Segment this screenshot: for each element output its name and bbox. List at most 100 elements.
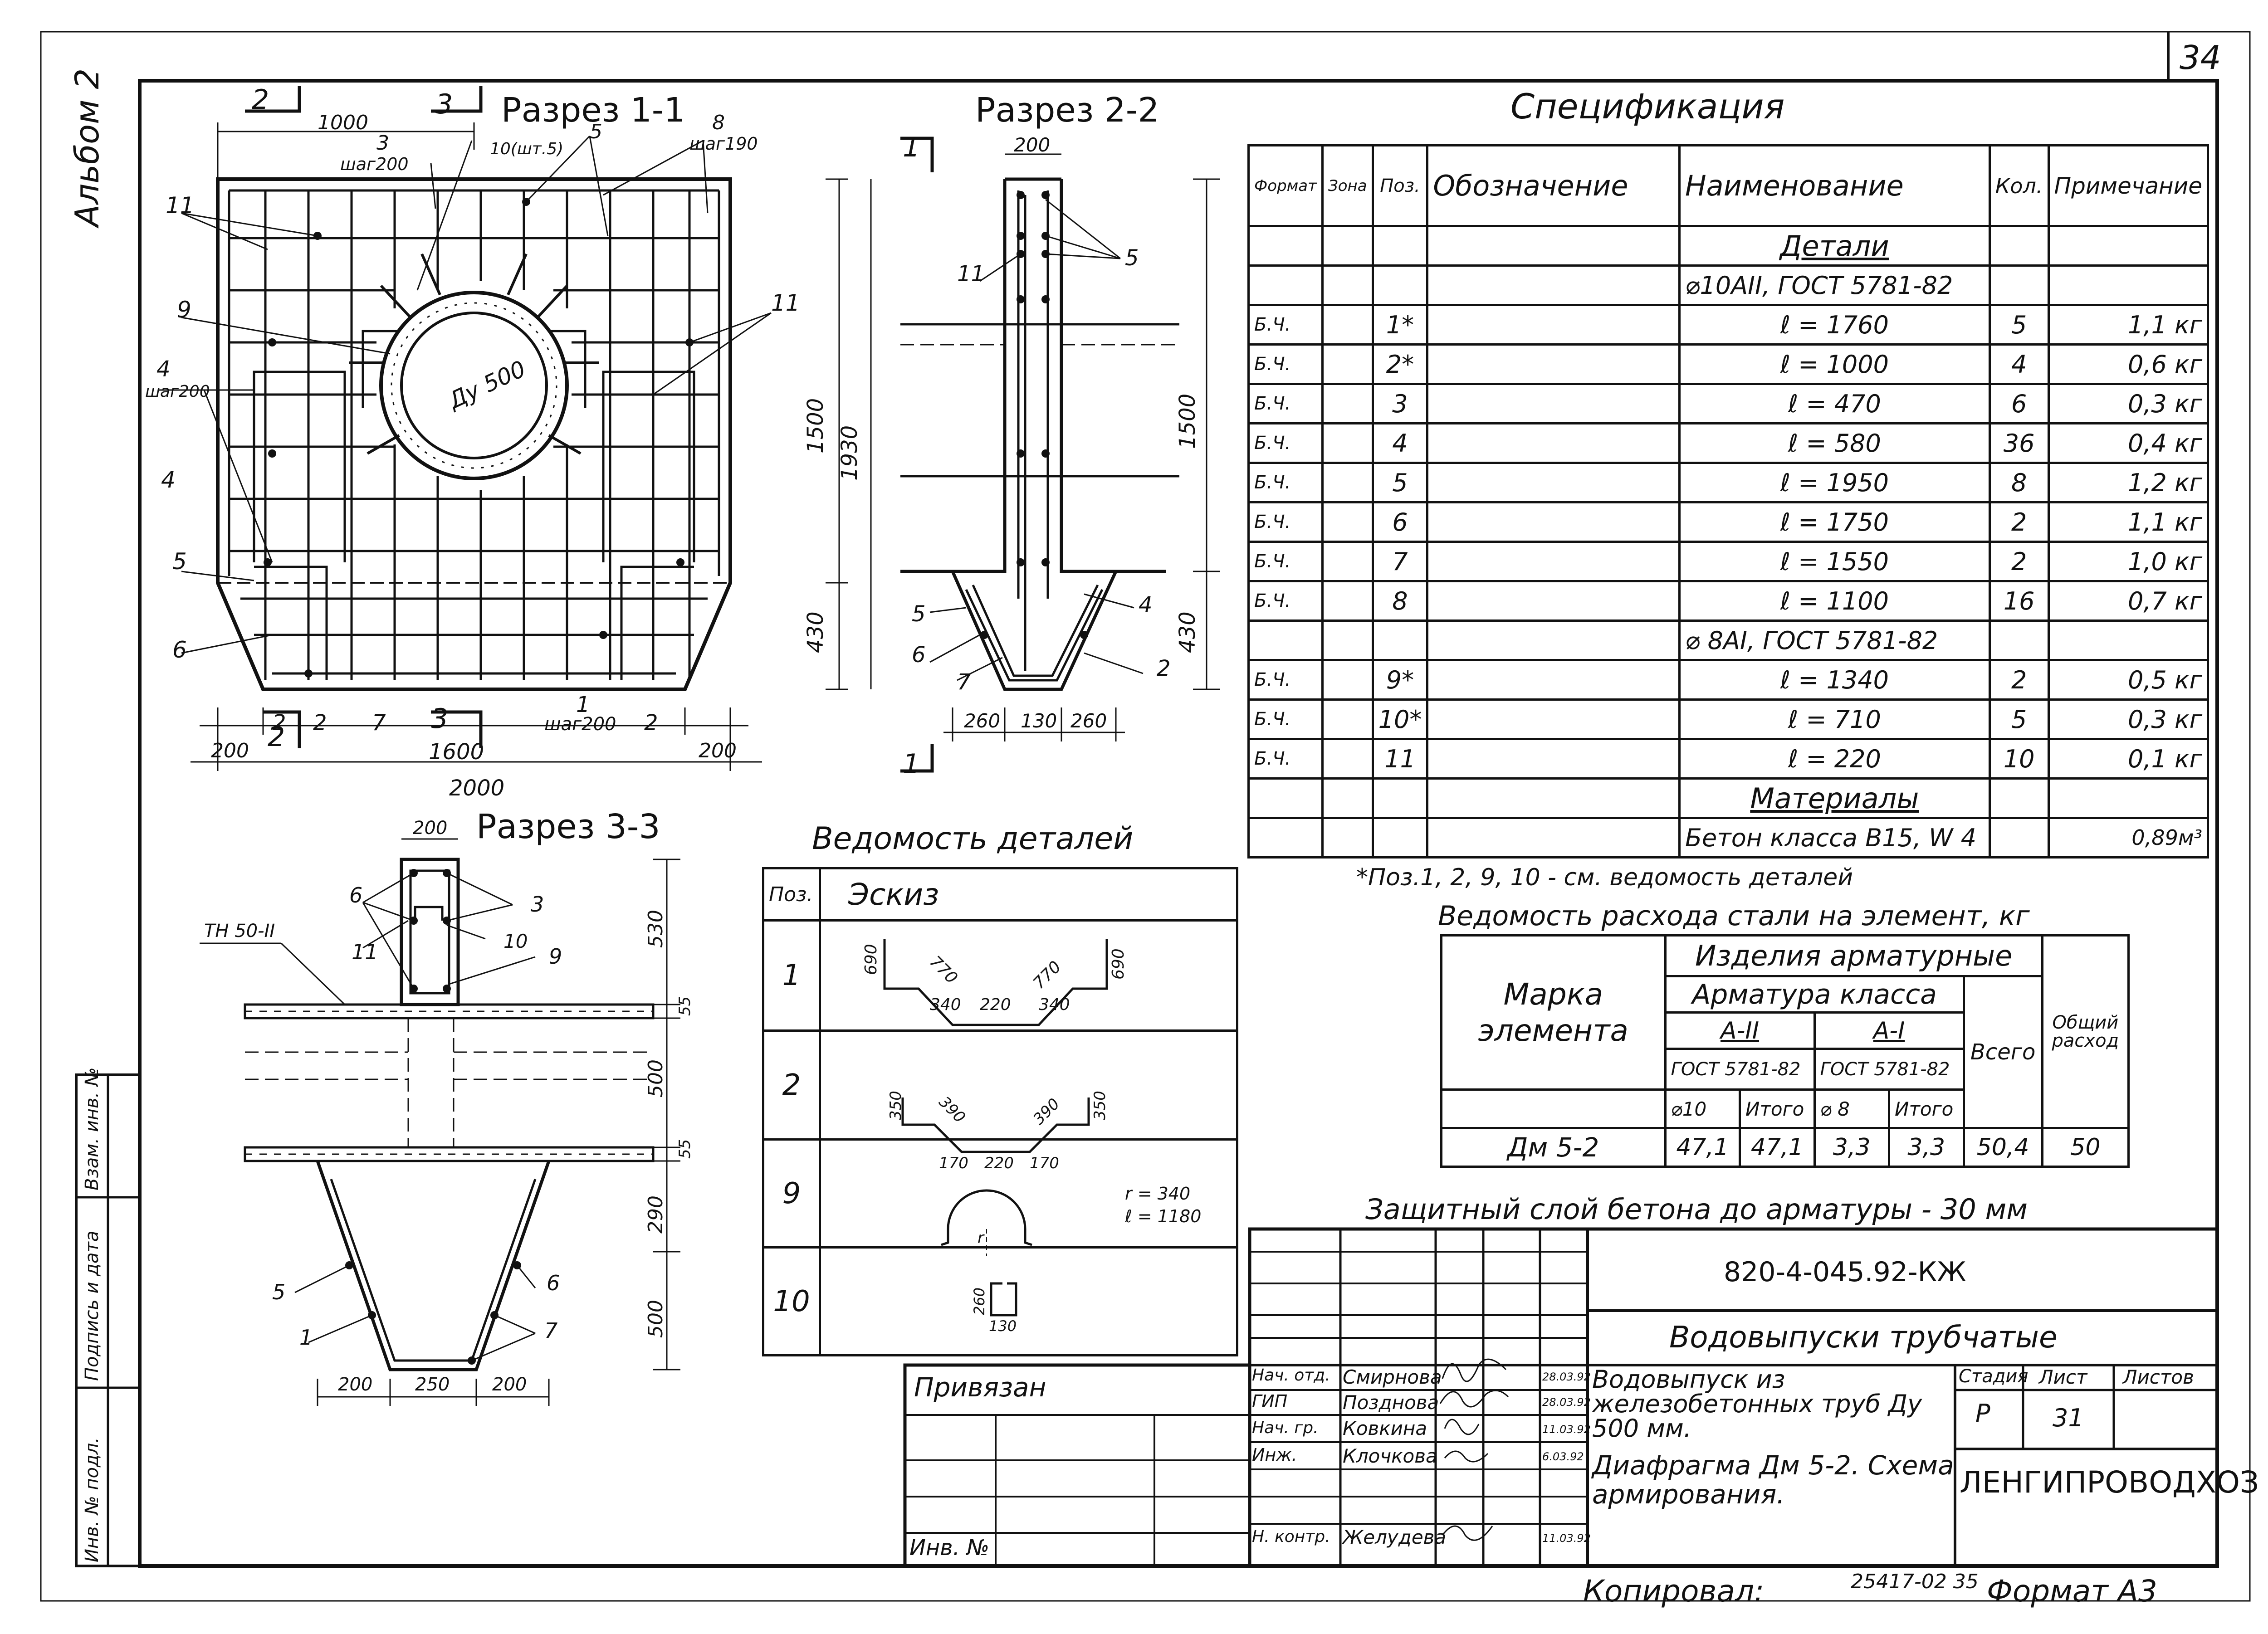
spec-footnote: *Поз.1, 2, 9, 10 - см. ведомость деталей <box>1356 864 1853 891</box>
staff-name: Клочкова <box>1343 1445 1437 1467</box>
spec-row-name: ⌀ 8AI, ГОСТ 5781-82 <box>1678 619 1991 661</box>
section-3-3-title: Разрез 3-3 <box>476 807 660 846</box>
spec-row-qty: 16 <box>1988 580 2050 622</box>
spec-row-note <box>2047 777 2209 819</box>
section-1-1-mark-3-bottom: 3 <box>431 703 449 735</box>
spec-row-qty: 2 <box>1988 501 2050 543</box>
spec-row-note: 0,5 кг <box>2047 659 2209 701</box>
spec-row-pos: 5 <box>1371 462 1429 503</box>
section-3-3-dim-200-left: 200 <box>338 1374 373 1395</box>
detail-2-dim-220: 220 <box>984 1154 1014 1172</box>
spec-row-qty: 10 <box>1988 738 2050 780</box>
section-1-1-dim-200-right: 200 <box>699 739 737 762</box>
svg-text:11: 11 <box>352 940 378 964</box>
spec-row-name: Детали <box>1678 225 1991 267</box>
spec-row-fmt: Б.Ч. <box>1247 383 1324 424</box>
steel-h-gost-1: ГОСТ 5781-82 <box>1664 1048 1816 1091</box>
detail-9-r-mark: r <box>978 1229 984 1247</box>
spec-row-pos <box>1371 264 1429 306</box>
details-h-pos: Поз. <box>762 867 821 922</box>
staff-date: 28.03.92 <box>1542 1396 1591 1409</box>
spec-h-qty: Кол. <box>1988 144 2050 227</box>
svg-text:шаг200: шаг200 <box>544 714 616 735</box>
spec-row-fmt: Б.Ч. <box>1247 462 1324 503</box>
spec-row-pos: 11 <box>1371 738 1429 780</box>
copied-by: Копировал: <box>1583 1574 1765 1609</box>
svg-text:7: 7 <box>372 710 386 736</box>
steel-h-sum-2: Итого <box>1888 1088 1965 1129</box>
staff-date: 11.03.92 <box>1542 1423 1591 1436</box>
steel-h-sum-1: Итого <box>1739 1088 1816 1129</box>
title-sheets-header: Листов <box>2123 1366 2194 1388</box>
title-object: Водовыпуск из железобетонных труб Ду 500… <box>1592 1365 1922 1443</box>
spec-row-note: 0,6 кг <box>2047 343 2209 385</box>
spec-row-qty <box>1988 777 2050 819</box>
spec-row-fmt <box>1247 225 1324 267</box>
title-stage-header: Стадия <box>1959 1366 2028 1387</box>
staff-role: Нач. отд. <box>1252 1366 1330 1385</box>
svg-text:1: 1 <box>576 692 590 717</box>
title-stage: Р <box>1975 1399 1990 1428</box>
steel-cell-d8: 3,3 <box>1813 1127 1891 1168</box>
detail-9-radius: r = 340 <box>1125 1184 1191 1204</box>
spec-row-fmt: Б.Ч. <box>1247 422 1324 464</box>
detail-10-dim-130: 130 <box>989 1317 1017 1335</box>
svg-text:11: 11 <box>771 290 800 316</box>
steel-cell-mark: Дм 5-2 <box>1440 1127 1667 1168</box>
staff-date: 6.03.92 <box>1542 1450 1584 1463</box>
svg-text:2: 2 <box>1157 656 1171 681</box>
spec-row-pos <box>1371 619 1429 661</box>
steel-h-gost-2: ГОСТ 5781-82 <box>1813 1048 1965 1091</box>
section-2-2-dim-130: 130 <box>1021 710 1057 732</box>
details-table: Поз. Эскиз 1 2 9 10 <box>762 867 1238 1356</box>
spec-row-qty: 36 <box>1988 422 2050 464</box>
svg-text:10: 10 <box>503 930 528 952</box>
spec-row-name: Материалы <box>1678 777 1991 819</box>
spec-row-qty: 4 <box>1988 343 2050 385</box>
spec-row-qty: 2 <box>1988 541 2050 582</box>
svg-text:шаг200: шаг200 <box>145 382 210 401</box>
spec-row-qty: 5 <box>1988 698 2050 740</box>
section-1-1-mark-2-top: 2 <box>252 84 269 116</box>
section-2-2-dim-200: 200 <box>1014 134 1051 156</box>
staff-name: Желудева <box>1343 1526 1447 1548</box>
svg-text:6: 6 <box>547 1271 560 1295</box>
spec-row-fmt <box>1247 777 1324 819</box>
staff-name: Ковкина <box>1343 1417 1427 1439</box>
spec-row-name: ℓ = 220 <box>1678 738 1991 780</box>
title-drawing: Диафрагма Дм 5-2. Схема армирования. <box>1592 1450 1954 1510</box>
sheet-number: 34 <box>2180 39 2221 77</box>
spec-row-qty <box>1988 225 2050 267</box>
spec-row-name: ℓ = 1950 <box>1678 462 1991 503</box>
details-row-pos: 9 <box>762 1138 821 1249</box>
steel-h-items: Изделия арматурные <box>1664 934 2043 977</box>
staff-role: Нач. гр. <box>1252 1419 1319 1437</box>
svg-text:3: 3 <box>376 132 389 155</box>
steel-cell-total: 50,4 <box>1962 1127 2043 1168</box>
section-3-3-dim-200-right: 200 <box>492 1374 527 1395</box>
steel-cell-sum-2: 3,3 <box>1888 1127 1965 1168</box>
svg-text:5: 5 <box>1125 245 1139 271</box>
spec-row-note: 1,0 кг <box>2047 541 2209 582</box>
spec-row-note <box>2047 619 2209 661</box>
svg-text:7: 7 <box>544 1318 557 1343</box>
svg-text:6: 6 <box>349 883 362 907</box>
svg-text:4: 4 <box>161 467 176 493</box>
section-1-1-dim-2000: 2000 <box>449 776 505 801</box>
section-1-1-dim-1000: 1000 <box>318 111 368 134</box>
spec-row-note: 0,3 кг <box>2047 698 2209 740</box>
spec-row-pos: 6 <box>1371 501 1429 543</box>
section-3-3-tn-label: ТН 50-II <box>204 921 275 941</box>
details-title: Ведомость деталей <box>812 821 1134 857</box>
spec-row-note <box>2047 225 2209 267</box>
staff-date: 28.03.92 <box>1542 1371 1591 1383</box>
steel-cell-d10: 47,1 <box>1664 1127 1741 1168</box>
staff-date: 11.03.92 <box>1542 1532 1591 1545</box>
spec-row-fmt <box>1247 619 1324 661</box>
section-1-1-dim-200-left: 200 <box>211 739 249 762</box>
staff-name: Смирнова <box>1343 1366 1442 1388</box>
spec-row-name: ℓ = 580 <box>1678 422 1991 464</box>
spec-row-pos: 2* <box>1371 343 1429 385</box>
